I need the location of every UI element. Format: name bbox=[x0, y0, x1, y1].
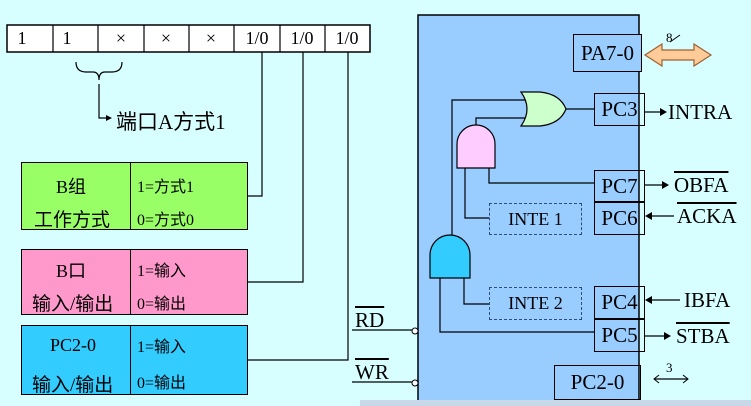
and-gate-upper bbox=[456, 124, 496, 169]
rd-inversion-bubble bbox=[411, 327, 419, 335]
signal-obfa: OBFA bbox=[674, 173, 729, 197]
b-group-mode-box: B组 工作方式 1=方式1 0=方式0 bbox=[21, 162, 248, 231]
pin-pa: PA7-0 bbox=[573, 34, 642, 72]
pa-bus-width: 8 bbox=[666, 30, 673, 45]
port-a-mode-label: 端口A方式1 bbox=[116, 110, 226, 134]
port-a-leader bbox=[98, 84, 108, 119]
signal-stba: STBA bbox=[676, 324, 730, 348]
b-group-title: B组 bbox=[56, 177, 87, 197]
lead-bit1 bbox=[248, 52, 304, 283]
pa-bus-arrow bbox=[643, 42, 713, 68]
pc-bus-width: 3 bbox=[666, 360, 673, 375]
inte2-box: INTE 2 bbox=[489, 287, 582, 320]
signal-ibfa: IBFA bbox=[684, 288, 731, 312]
signal-wr: WR bbox=[355, 360, 389, 384]
pc20-opt1: 1=输入 bbox=[137, 339, 187, 356]
port-b-opt1: 1=输入 bbox=[137, 263, 187, 280]
port-b-io-box: B口 输入/输出 1=输入 0=输出 bbox=[21, 249, 248, 315]
control-bit-6: 1 bbox=[62, 28, 72, 48]
wr-inversion-bubble bbox=[411, 379, 419, 387]
control-bit-4: × bbox=[160, 28, 172, 48]
pc20-io-box: PC2-0 输入/输出 1=输入 0=输出 bbox=[21, 325, 248, 396]
control-bit-1: 1/0 bbox=[290, 28, 314, 48]
control-bit-2: 1/0 bbox=[245, 28, 269, 48]
pin-pc20: PC2-0 bbox=[554, 365, 641, 400]
pc20-opt0: 0=输出 bbox=[137, 375, 187, 392]
port-b-subtitle: 输入/输出 bbox=[32, 294, 114, 315]
port-a-brace bbox=[75, 61, 123, 81]
port-b-opt0: 0=输出 bbox=[137, 296, 187, 313]
or-gate bbox=[519, 91, 567, 127]
pin-pc4: PC4 bbox=[594, 286, 645, 319]
inte1-box: INTE 1 bbox=[489, 203, 582, 235]
b-group-opt1: 1=方式1 bbox=[137, 179, 195, 196]
signal-acka: ACKA bbox=[677, 204, 737, 228]
port-b-title: B口 bbox=[56, 261, 87, 281]
pin-pc6: PC6 bbox=[594, 202, 645, 235]
pc20-subtitle: 输入/输出 bbox=[32, 375, 114, 396]
b-group-subtitle: 工作方式 bbox=[34, 210, 111, 231]
control-bit-0: 1/0 bbox=[335, 28, 359, 48]
pin-pc7: PC7 bbox=[594, 170, 645, 202]
pin-pc3: PC3 bbox=[594, 93, 645, 126]
signal-intra: INTRA bbox=[668, 100, 733, 124]
pin-pc5: PC5 bbox=[594, 319, 645, 352]
b-group-opt0: 0=方式0 bbox=[137, 212, 195, 229]
control-bit-7: 1 bbox=[17, 28, 27, 48]
control-bit-3: × bbox=[205, 28, 217, 48]
control-bit-5: × bbox=[115, 28, 127, 48]
chip-body bbox=[417, 14, 640, 405]
pc20-title: PC2-0 bbox=[50, 335, 97, 355]
signal-rd: RD bbox=[355, 308, 385, 332]
lead-bit2 bbox=[248, 52, 263, 197]
lead-bit0 bbox=[248, 52, 349, 361]
and-gate-lower bbox=[429, 234, 471, 279]
